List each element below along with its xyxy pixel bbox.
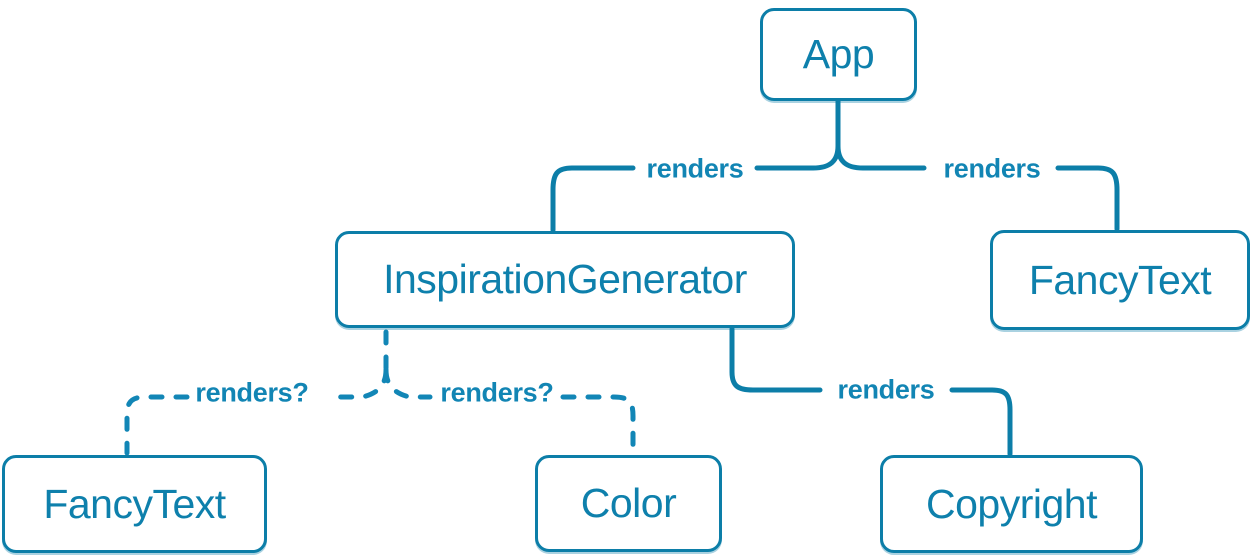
edge-inspiration-to-copyright-left <box>729 326 823 393</box>
edge-app-to-fancytext-right <box>835 143 927 171</box>
node-fancy-text-top-label: FancyText <box>1028 256 1212 303</box>
node-fancy-text-bottom-label: FancyText <box>43 480 226 527</box>
edge-label-inspiration-fancytext: renders? <box>191 377 313 409</box>
edge-label-app-fancytext: renders <box>939 153 1045 185</box>
edge-inspiration-to-fancytext-down <box>124 394 190 456</box>
edge-label-app-inspiration: renders <box>642 153 748 185</box>
edge-app-to-inspiration-left <box>754 143 841 171</box>
edge-app-to-fancytext-down <box>1055 165 1120 232</box>
node-color: Color <box>535 455 722 552</box>
node-fancy-text-bottom: FancyText <box>2 455 267 553</box>
node-fancy-text-top: FancyText <box>990 230 1250 330</box>
node-copyright-label: Copyright <box>926 480 1097 527</box>
node-inspiration-generator: InspirationGenerator <box>335 231 795 328</box>
node-copyright: Copyright <box>880 455 1143 553</box>
edge-label-inspiration-color: renders? <box>436 377 558 409</box>
node-color-label: Color <box>580 480 677 526</box>
edge-app-to-inspiration-down <box>550 165 636 233</box>
edge-inspiration-to-color-down <box>560 394 636 456</box>
node-app: App <box>760 8 917 101</box>
edge-label-inspiration-copyright: renders <box>833 374 939 406</box>
edge-inspiration-to-copyright-down <box>949 387 1013 457</box>
node-inspiration-generator-label: InspirationGenerator <box>383 256 747 302</box>
node-app-label: App <box>802 31 875 77</box>
edge-inspiration-to-color-fork <box>383 367 433 400</box>
edge-inspiration-to-fancytext-fork <box>325 367 389 400</box>
